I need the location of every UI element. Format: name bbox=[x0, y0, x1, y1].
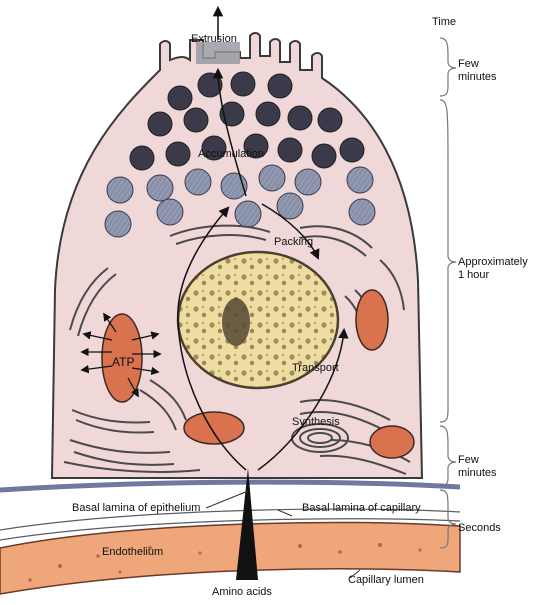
mitochondrion-bottom-left bbox=[183, 411, 245, 445]
time-stage-cell: Approximately 1 hour bbox=[458, 256, 528, 281]
extrusion-release bbox=[196, 42, 240, 64]
atp-label: ATP bbox=[112, 355, 135, 369]
endothelium-label: Endothelium bbox=[102, 546, 164, 558]
mitochondrion-atp bbox=[101, 313, 143, 403]
basal-lamina-capillary-label: Basal lamina of capillary bbox=[302, 502, 421, 514]
basal-lamina-epithelium-label: Basal lamina of epithelium bbox=[72, 502, 201, 514]
time-header: Time bbox=[432, 16, 457, 28]
extrusion-label: Extrusion bbox=[191, 33, 237, 45]
amino-acid-input bbox=[236, 468, 258, 580]
amino-acids-label: Amino acids bbox=[212, 586, 272, 598]
nucleolus bbox=[222, 298, 250, 346]
pathway-arrows bbox=[177, 5, 349, 471]
time-stage-capillary: Seconds bbox=[458, 522, 501, 534]
mitochondrion-bottom-right bbox=[369, 425, 415, 459]
mitochondrion-right bbox=[355, 289, 389, 351]
packing-label: Packing bbox=[274, 236, 314, 248]
time-stage-apex: Few minutes bbox=[458, 58, 497, 83]
label-leaders bbox=[205, 490, 361, 579]
endothelium-band bbox=[0, 521, 461, 595]
time-stage-base: Few minutes bbox=[458, 454, 497, 479]
accumulation-label: Accumulation bbox=[198, 148, 265, 160]
synthesis-label: Synthesis bbox=[292, 416, 340, 428]
epithelium-basal-lamina bbox=[0, 479, 461, 493]
dark-granules bbox=[129, 71, 365, 171]
time-axis-braces bbox=[439, 37, 457, 549]
capillary-lumen-label: Capillary lumen bbox=[348, 574, 424, 586]
transport-label: Transport bbox=[292, 362, 339, 374]
atp-arrows bbox=[80, 312, 162, 398]
